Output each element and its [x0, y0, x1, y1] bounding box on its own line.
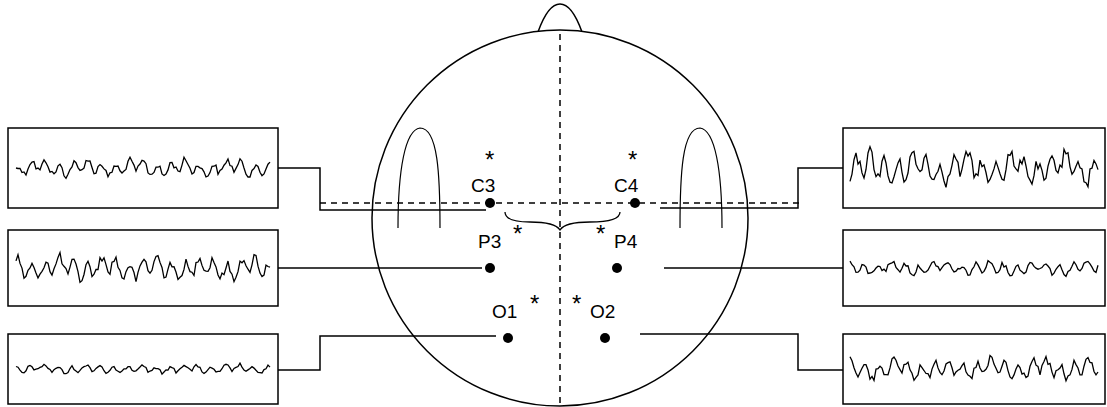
leader-line: [660, 168, 843, 208]
head-outline: [372, 30, 748, 406]
electrode-label: C3: [471, 176, 495, 195]
eeg-trace: [850, 356, 1098, 381]
asterisk-mark: *: [572, 292, 581, 316]
waveform-box: [8, 128, 278, 208]
midline: [559, 34, 561, 405]
eeg-trace: [16, 363, 270, 374]
asterisk-mark: *: [530, 292, 539, 316]
electrode-label: P4: [614, 232, 637, 251]
leader-line: [278, 267, 482, 269]
asterisk-mark: *: [628, 148, 637, 172]
waveform-box: [8, 230, 278, 306]
ear-left: [398, 128, 440, 228]
nose: [538, 4, 582, 32]
leader-line: [278, 336, 496, 370]
eeg-trace: [16, 253, 270, 283]
electrode-dot: [485, 263, 495, 273]
electrode-label: O2: [590, 302, 615, 321]
electrode-dot: [612, 263, 622, 273]
electrode-label: C4: [614, 176, 638, 195]
electrode-label: O1: [492, 302, 517, 321]
waveform-box: [843, 334, 1105, 404]
eeg-trace: [850, 261, 1098, 277]
central-line: [320, 202, 800, 204]
waveform-box: [8, 334, 278, 404]
asterisk-mark: *: [596, 222, 605, 246]
electrode-dot: [503, 333, 513, 343]
leader-line: [664, 267, 843, 269]
waveform-box: [843, 230, 1105, 306]
asterisk-mark: *: [485, 148, 494, 172]
electrode-dot: [485, 198, 495, 208]
asterisk-mark: *: [513, 222, 522, 246]
electrode-label: P3: [478, 232, 501, 251]
electrode-dot: [630, 198, 640, 208]
ear-right: [680, 128, 722, 228]
eeg-trace: [16, 157, 270, 178]
waveform-box: [843, 128, 1105, 208]
leader-line: [278, 168, 486, 210]
eeg-trace: [850, 147, 1098, 188]
leader-line: [640, 334, 843, 370]
electrode-dot: [600, 333, 610, 343]
